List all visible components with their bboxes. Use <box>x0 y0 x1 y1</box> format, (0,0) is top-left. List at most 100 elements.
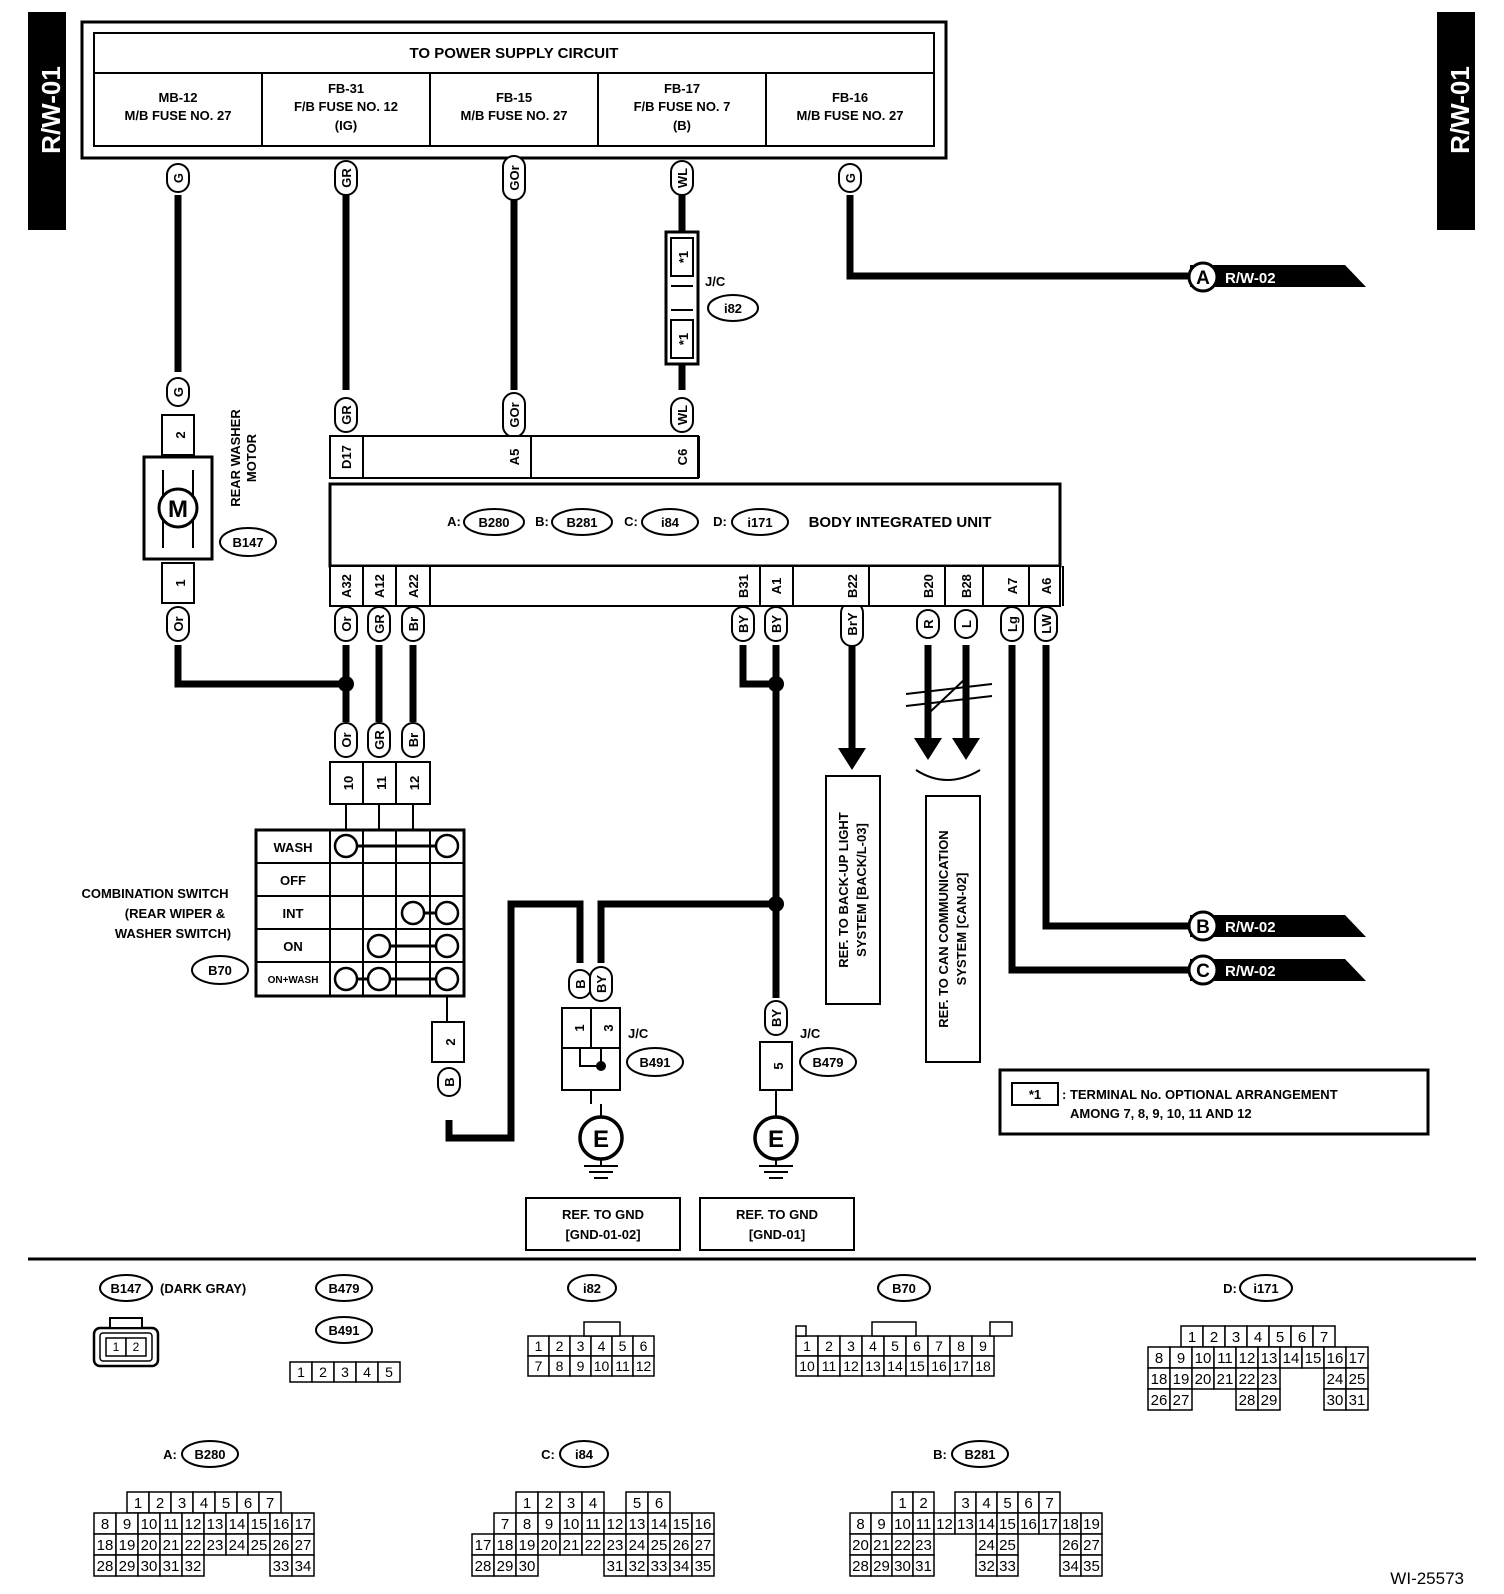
pin-number: 4 <box>869 1338 877 1354</box>
pin-number: 20 <box>541 1537 558 1554</box>
pin-number: 20 <box>852 1537 869 1554</box>
wire-color-label: Br <box>406 733 421 747</box>
pin-number: 22 <box>894 1537 911 1554</box>
wire-tag-g: G <box>838 163 862 193</box>
connector-view-b491: B491 <box>315 1316 373 1344</box>
switch-row-label: OFF <box>280 873 306 888</box>
pin-number: 7 <box>535 1358 543 1374</box>
pin-number: 29 <box>1261 1392 1278 1409</box>
jc-i82-label: J/C <box>705 274 726 289</box>
connector-view-b70: B70 <box>877 1274 931 1302</box>
pin-number: 13 <box>1261 1350 1278 1367</box>
jc-i82-term-bottom: *1 <box>676 333 691 345</box>
pin-number: 23 <box>607 1537 624 1554</box>
pin-number: 34 <box>1062 1558 1079 1575</box>
pin-number: 29 <box>873 1558 890 1575</box>
wire-tag-by: BY <box>589 966 613 1002</box>
pin-number: 21 <box>163 1537 180 1554</box>
page-tab-right: R/W-01 <box>1437 12 1475 230</box>
wire-color-label: BY <box>769 1009 784 1027</box>
pin-number: 31 <box>163 1558 180 1575</box>
pin-number: 5 <box>1276 1329 1284 1346</box>
offpage-a: A R/W-02 <box>1187 261 1366 293</box>
pin-number: 23 <box>1261 1371 1278 1388</box>
connector-view-b479: B479 <box>315 1274 373 1302</box>
pin-number: 33 <box>651 1558 668 1575</box>
conn-letter: D: <box>1223 1281 1237 1296</box>
biu-conn-code: i171 <box>747 515 772 530</box>
pin-number: 19 <box>1083 1516 1100 1533</box>
pin-number: 19 <box>1173 1371 1190 1388</box>
splice-dot <box>768 676 784 692</box>
ground-symbol-letter: E <box>768 1126 784 1153</box>
wire-color-label: Lg <box>1005 616 1020 632</box>
pin-number: 1 <box>523 1495 531 1512</box>
wire-color-label: LW <box>1039 614 1054 634</box>
conn-note: (DARK GRAY) <box>160 1281 246 1296</box>
conn-code: B281 <box>964 1447 995 1462</box>
biu-conn-letter: B: <box>535 514 549 529</box>
pin-number: 21 <box>1217 1371 1234 1388</box>
wire-color-label: G <box>171 173 186 183</box>
conn-code: B280 <box>194 1447 225 1462</box>
pin-number: 16 <box>1327 1350 1344 1367</box>
pin-number: 7 <box>935 1338 943 1354</box>
pin-number: 28 <box>475 1558 492 1575</box>
pin-number: 13 <box>207 1516 224 1533</box>
ref-backup-line: SYSTEM [BACK/L-03] <box>854 823 869 957</box>
wire-color-label: G <box>843 173 858 183</box>
pin-number: 6 <box>655 1495 663 1512</box>
fuse-cell-line: FB-15 <box>496 90 532 105</box>
pin-number: 30 <box>519 1558 536 1575</box>
fuse-cell-fb15: FB-15 M/B FUSE NO. 27 <box>461 90 568 123</box>
pin-number: 12 <box>843 1358 859 1374</box>
pin-number: 4 <box>1254 1329 1262 1346</box>
wire-color-label: GOr <box>507 165 522 190</box>
pin-number: 1 <box>297 1364 305 1380</box>
pin-number: 7 <box>501 1516 509 1533</box>
pin-number: 8 <box>556 1358 564 1374</box>
wire-b-b491 <box>445 900 584 1142</box>
pin-number: 7 <box>1320 1329 1328 1346</box>
pin-number: 30 <box>1327 1392 1344 1409</box>
wire-color-label: B <box>573 979 588 988</box>
motor-pin-bottom: 1 <box>173 579 188 586</box>
biu-bottom-pin: A6 <box>1039 578 1054 595</box>
pin-number: 16 <box>695 1516 712 1533</box>
pin-number: 13 <box>865 1358 881 1374</box>
switch-title-line1: COMBINATION SWITCH <box>81 886 228 901</box>
pin-number: 23 <box>207 1537 224 1554</box>
wire-color-label: R <box>921 619 936 629</box>
switch-title-line3: WASHER SWITCH) <box>115 926 231 941</box>
biu-top-pin: C6 <box>675 449 690 466</box>
pin-number: 18 <box>1062 1516 1079 1533</box>
pin-number: 2 <box>545 1495 553 1512</box>
junction-b479: 5 J/C B479 <box>759 1026 857 1104</box>
connector-view-i171: D: i171 <box>1223 1274 1293 1302</box>
pin-number: 9 <box>545 1516 553 1533</box>
note-line1: : TERMINAL No. OPTIONAL ARRANGEMENT <box>1062 1087 1338 1102</box>
pin-number: 18 <box>97 1537 114 1554</box>
combination-switch: 10 11 12 WASH OFF INT ON ON+WASH 2 COMBI… <box>81 761 466 1063</box>
pin-number: 20 <box>1195 1371 1212 1388</box>
pin-number: 2 <box>825 1338 833 1354</box>
pin-number: 12 <box>936 1516 953 1533</box>
offpage-letter: A <box>1196 268 1210 289</box>
wire-lg-offpage-c <box>1008 645 1190 974</box>
pin-number: 8 <box>101 1516 109 1533</box>
pin-number: 17 <box>1041 1516 1058 1533</box>
ref-backup-light: REF. TO BACK-UP LIGHT SYSTEM [BACK/L-03] <box>825 775 881 1005</box>
pin-number: 24 <box>1327 1371 1344 1388</box>
wire-color-label: Or <box>339 616 354 631</box>
switch-row-label: INT <box>283 906 304 921</box>
jc-i82-code: i82 <box>724 301 742 316</box>
pin-number: 3 <box>341 1364 349 1380</box>
fuse-cell-line: M/B FUSE NO. 27 <box>125 108 232 123</box>
